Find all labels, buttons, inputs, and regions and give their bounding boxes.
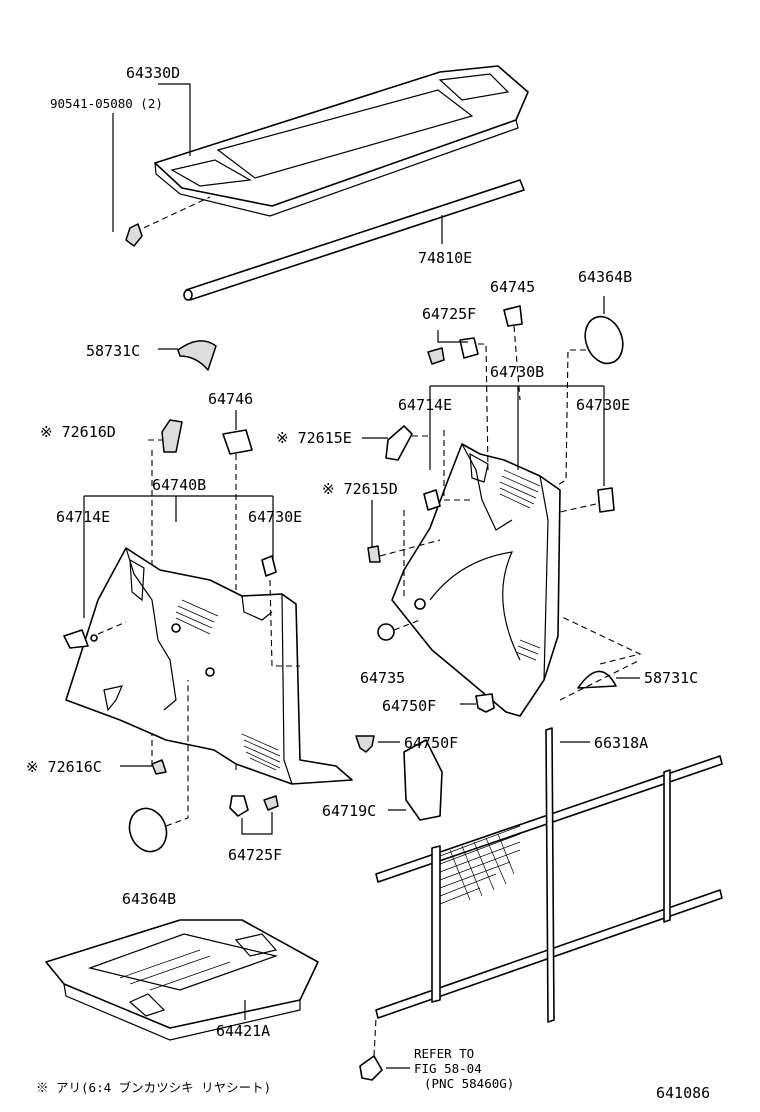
refer-line-2: FIG 58-04 [414,1061,482,1076]
left-quarter-trim-64740B [65,547,353,785]
clip-64725F-top [427,330,489,471]
cap-58731C-right [559,615,642,701]
hook-ref-fig-58-04 [359,1017,410,1081]
cap-64746 [222,410,253,455]
label-58731C-right: 58731C [644,669,698,687]
clip-64714E-right [423,430,470,511]
label-64714E-left: 64714E [56,508,110,526]
label-64364B-top: 64364B [578,268,632,286]
cap-64364B-bottom [128,680,189,853]
refer-line-1: REFER TO [414,1046,474,1061]
label-72615D: ※ 72615D [322,480,398,498]
cargo-net-66318A [375,727,723,1023]
label-64745: 64745 [490,278,535,296]
label-64746: 64746 [208,390,253,408]
clip-64735 [377,619,421,641]
clip-64750F-left [355,735,400,753]
label-64421A: 64421A [216,1022,270,1040]
label-64364B-bottom: 64364B [122,890,176,908]
label-72616C: ※ 72616C [26,758,102,776]
label-64730B: 64730B [490,363,544,381]
clip-72616D [161,419,183,453]
label-74810E: 74810E [418,249,472,267]
label-64725F-top: 64725F [422,305,476,323]
label-64735: 64735 [360,669,405,687]
label-64330D: 64330D [126,64,180,82]
hook-58731C-left [158,340,217,371]
label-64740B: 64740B [152,476,206,494]
clip-72616C [120,759,167,775]
label-58731C-left: 58731C [86,342,140,360]
clip-64750F-mid [460,693,495,713]
package-tray-leaders [112,83,211,247]
refer-line-3: (PNC 58460G) [424,1076,514,1091]
clip-64730E-right [559,487,615,513]
spare-tire-tray-64421A [45,919,319,1041]
clip-72615E [362,425,432,461]
clip-72615D [367,500,441,600]
label-72616D: ※ 72616D [40,423,116,441]
clip-64745 [503,305,523,401]
label-64750F-left: 64750F [404,734,458,752]
footnote: ※ アリ(6:4 ブンカツシキ リヤシート) [36,1080,271,1095]
cap-64364B-top [555,296,624,487]
label-64725F-bottom: 64725F [228,846,282,864]
label-90541-05080: 90541-05080 (2) [50,96,163,111]
label-64714E-right: 64714E [398,396,452,414]
label-64750F-mid: 64750F [382,697,436,715]
clip-64714E-left [63,621,127,649]
package-tray-trim-64330D [154,65,529,217]
clip-64730E-left [261,555,300,667]
bracket-64730B [429,385,605,486]
rod-74810E [183,179,525,301]
label-64719C: 64719C [322,802,376,820]
label-64730E-right: 64730E [576,396,630,414]
bracket-64719C [388,739,443,821]
clip-64725F-bottom [229,795,279,835]
right-quarter-trim-64730B [391,443,561,717]
label-64730E-left: 64730E [248,508,302,526]
label-72615E: ※ 72615E [276,429,352,447]
label-66318A: 66318A [594,734,648,752]
figure-number: 641086 [656,1084,710,1102]
bracket-64740B [83,495,274,618]
